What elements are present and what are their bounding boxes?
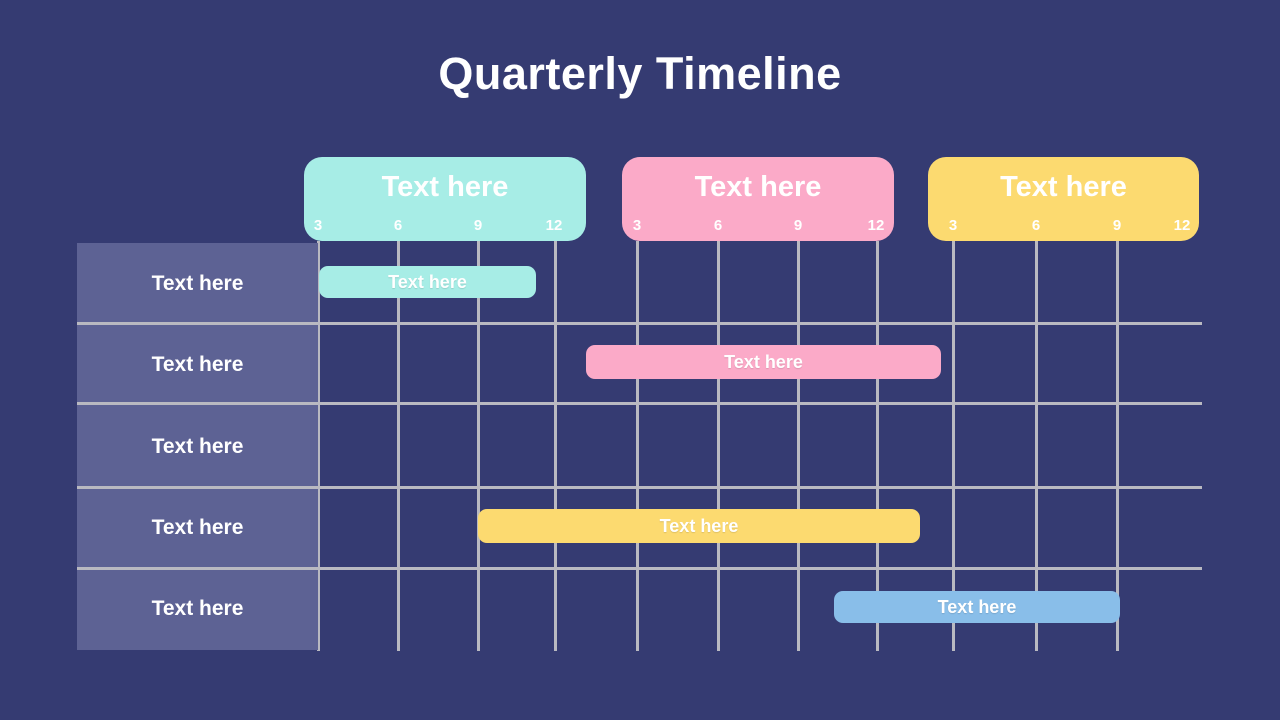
- grid-line-vertical: [317, 241, 320, 651]
- grid-line-vertical: [797, 241, 800, 651]
- tick-label: 12: [867, 217, 885, 234]
- row-label: Text here: [151, 434, 244, 458]
- tick-label: 9: [793, 217, 803, 234]
- row-label-cell[interactable]: Text here: [77, 324, 318, 405]
- tick-label: 6: [1031, 217, 1041, 234]
- row-label: Text here: [151, 353, 244, 377]
- grid-line-vertical: [1035, 241, 1038, 651]
- tick-label: 6: [393, 217, 403, 234]
- quarter-header-2[interactable]: Text here: [622, 157, 894, 241]
- grid-line-vertical: [717, 241, 720, 651]
- grid-line-vertical: [554, 241, 557, 651]
- task-bar-label: Text here: [388, 271, 467, 292]
- grid-line-vertical: [636, 241, 639, 651]
- tick-label: 9: [473, 217, 483, 234]
- tick-label: 3: [632, 217, 642, 234]
- grid-line-horizontal: [77, 486, 1202, 489]
- task-bar-row4[interactable]: Text here: [478, 509, 920, 543]
- grid-line-vertical: [1116, 241, 1119, 651]
- row-label-cell[interactable]: Text here: [77, 487, 318, 568]
- row-label: Text here: [151, 515, 244, 539]
- grid-line-horizontal: [77, 402, 1202, 405]
- quarter-label: Text here: [694, 171, 822, 203]
- tick-label: 6: [713, 217, 723, 234]
- task-bar-label: Text here: [937, 596, 1017, 617]
- task-bar-row1[interactable]: Text here: [319, 266, 536, 298]
- quarter-header-3[interactable]: Text here: [928, 157, 1199, 241]
- row-label: Text here: [151, 597, 244, 621]
- quarter-header-1[interactable]: Text here: [304, 157, 586, 241]
- row-label-cell[interactable]: Text here: [77, 406, 318, 487]
- quarter-label: Text here: [381, 171, 509, 203]
- tick-label: 12: [1173, 217, 1191, 234]
- tick-label: 12: [545, 217, 563, 234]
- tick-label: 3: [948, 217, 958, 234]
- tick-label: 9: [1112, 217, 1122, 234]
- task-bar-label: Text here: [724, 351, 803, 372]
- grid-line-vertical: [876, 241, 879, 651]
- task-bar-row2[interactable]: Text here: [586, 345, 941, 379]
- grid-line-horizontal: [77, 567, 1202, 570]
- grid-line-horizontal: [77, 322, 1202, 325]
- grid-line-vertical: [397, 241, 400, 651]
- row-label-column: Text here Text here Text here Text here …: [77, 243, 318, 650]
- grid-line-vertical: [952, 241, 955, 651]
- quarter-label: Text here: [1000, 171, 1127, 203]
- grid-line-vertical: [477, 241, 480, 651]
- page-title: Quarterly Timeline: [438, 48, 842, 99]
- row-label-cell[interactable]: Text here: [77, 243, 318, 324]
- row-label: Text here: [151, 271, 244, 295]
- row-label-cell[interactable]: Text here: [77, 569, 318, 650]
- task-bar-row5[interactable]: Text here: [834, 591, 1120, 623]
- tick-label: 3: [313, 217, 323, 234]
- task-bar-label: Text here: [659, 515, 739, 536]
